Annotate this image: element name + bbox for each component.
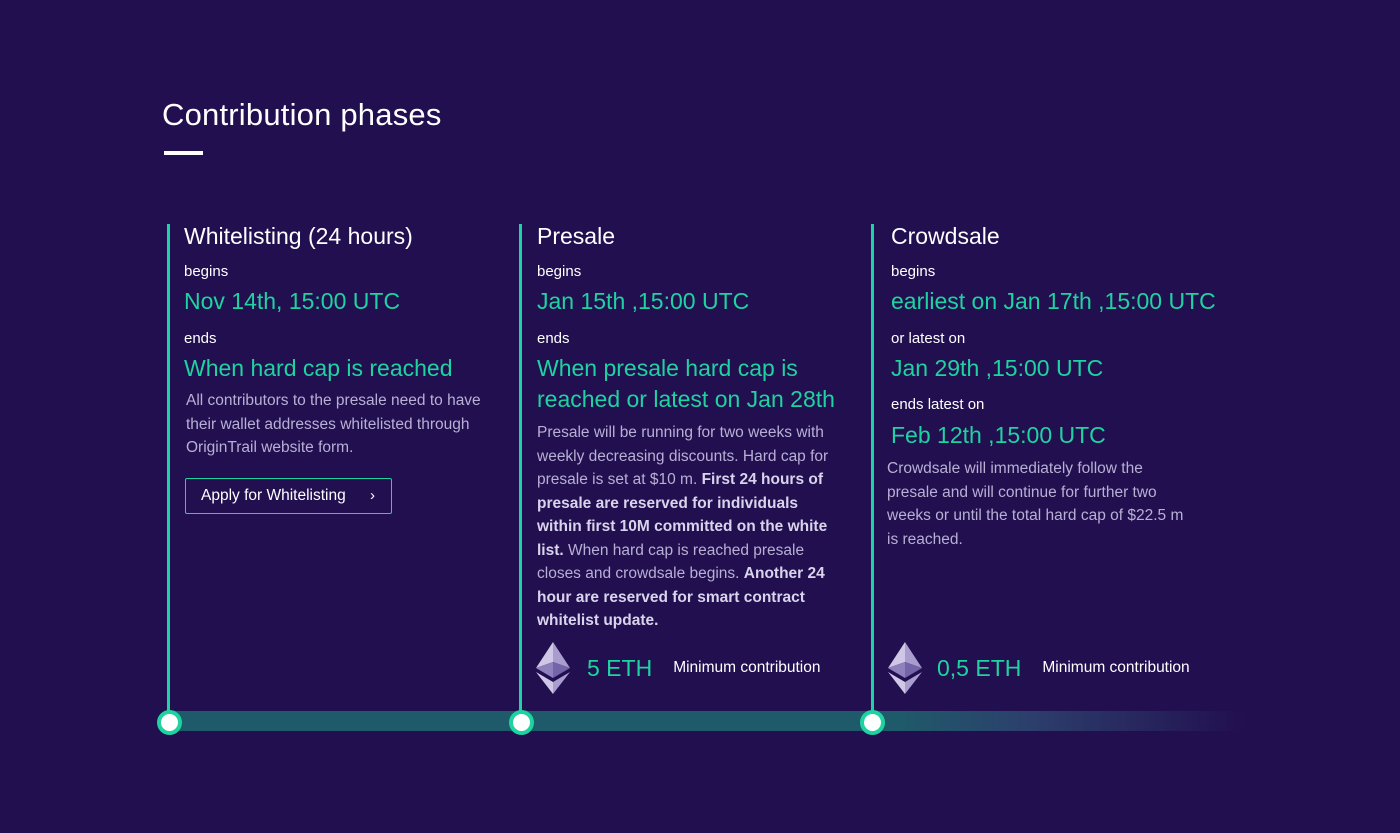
phase-line-whitelisting: [167, 224, 170, 714]
min-contribution-crowdsale: 0,5 ETH Minimum contribution: [888, 642, 1190, 694]
desc-part-2: First 24 hours of presale are reserved f…: [537, 471, 828, 559]
begins-value: Jan 15th ,15:00 UTC: [537, 288, 750, 314]
desc-part-3: When hard cap is reached presale closes …: [537, 541, 805, 583]
latest-value: Jan 29th ,15:00 UTC: [891, 355, 1104, 381]
ends-value: When presale hard cap is reached or late…: [537, 353, 835, 415]
ends-label: ends: [184, 330, 217, 347]
ends-value-line-1: When presale hard cap is: [537, 355, 798, 381]
phase-title: Crowdsale: [891, 223, 1000, 249]
ends-label: ends: [537, 330, 570, 347]
phase-description: Presale will be running for two weeks wi…: [537, 421, 837, 633]
latest-label: or latest on: [891, 330, 966, 347]
title-underline: [164, 151, 203, 155]
desc-part-4: Another 24 hour are reserved for smart c…: [537, 565, 825, 629]
min-contribution-presale: 5 ETH Minimum contribution: [536, 642, 821, 694]
phase-title: Presale: [537, 223, 615, 249]
timeline-node-whitelisting: [157, 710, 182, 735]
phase-description: All contributors to the presale need to …: [186, 392, 481, 456]
min-amount: 0,5 ETH: [937, 654, 1022, 681]
apply-whitelisting-button[interactable]: Apply for Whitelisting ›: [185, 478, 392, 514]
phase-title: Whitelisting (24 hours): [184, 223, 413, 249]
timeline-node-presale: [509, 710, 534, 735]
phase-description: Crowdsale will immediately follow the pr…: [887, 460, 1184, 548]
begins-value: earliest on Jan 17th ,15:00 UTC: [891, 288, 1216, 314]
ends-value-line-2: reached or latest on Jan 28th: [537, 386, 835, 412]
ends-value: When hard cap is reached: [184, 355, 453, 381]
ends-label: ends latest on: [891, 396, 985, 413]
ethereum-icon: [888, 642, 922, 694]
desc-part-1: Presale will be running for two weeks wi…: [537, 424, 829, 488]
begins-label: begins: [537, 263, 582, 280]
phase-line-crowdsale: [871, 224, 874, 714]
begins-value: Nov 14th, 15:00 UTC: [184, 288, 401, 314]
ends-value: Feb 12th ,15:00 UTC: [891, 422, 1106, 448]
phase-line-presale: [519, 224, 522, 714]
min-label: Minimum contribution: [1042, 659, 1190, 676]
timeline-track: [168, 711, 1244, 731]
min-label: Minimum contribution: [673, 659, 821, 676]
min-amount: 5 ETH: [587, 654, 653, 681]
timeline-node-crowdsale: [860, 710, 885, 735]
apply-whitelisting-label: Apply for Whitelisting: [201, 487, 346, 504]
ethereum-icon: [536, 642, 570, 694]
begins-label: begins: [184, 263, 229, 280]
chevron-right-icon: ›: [370, 487, 375, 504]
begins-label: begins: [891, 263, 936, 280]
page-title: Contribution phases: [162, 97, 442, 132]
